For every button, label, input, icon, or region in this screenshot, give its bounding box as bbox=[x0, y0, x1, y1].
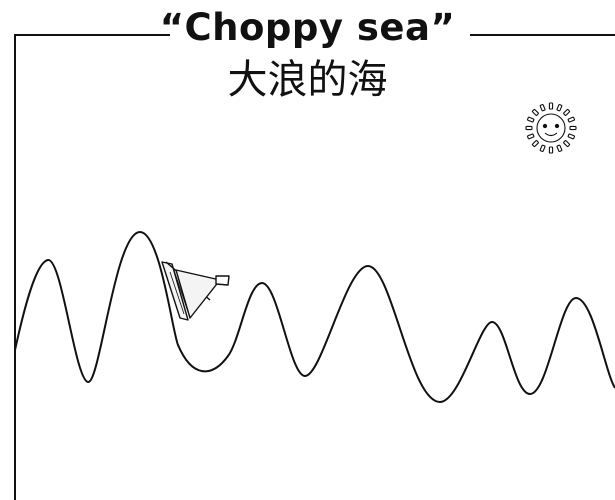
sun-icon bbox=[525, 102, 577, 154]
boat-sail bbox=[175, 269, 221, 319]
sun-ray bbox=[531, 140, 539, 148]
sun-ray bbox=[525, 125, 533, 131]
sun-ray bbox=[567, 116, 575, 123]
sun-mouth bbox=[544, 132, 558, 137]
boat-hatching bbox=[173, 269, 189, 313]
sun-ray bbox=[531, 108, 539, 116]
sun-ray bbox=[548, 146, 554, 154]
sailboat-icon bbox=[161, 261, 230, 321]
frame-border bbox=[14, 34, 615, 500]
boat-flag bbox=[215, 275, 230, 286]
sun-ray bbox=[567, 133, 575, 140]
sun-ray bbox=[563, 140, 571, 148]
title-backdrop bbox=[172, 8, 468, 58]
sun-ray bbox=[548, 102, 554, 110]
sun-eye-right bbox=[554, 123, 560, 129]
sun-ray bbox=[539, 104, 546, 112]
sun-eye-left bbox=[542, 123, 548, 129]
boat-hatching bbox=[169, 271, 185, 315]
sun-ray bbox=[556, 104, 563, 112]
sun-ray bbox=[556, 144, 563, 152]
sun-ray bbox=[527, 133, 535, 140]
sun-ray bbox=[539, 144, 546, 152]
sun-rays bbox=[525, 102, 577, 154]
sun-ray bbox=[527, 116, 535, 123]
wave-line bbox=[14, 231, 615, 403]
sun-ray bbox=[563, 108, 571, 116]
title-english: “Choppy sea” bbox=[159, 6, 456, 49]
sun-ray bbox=[569, 125, 577, 131]
sun-face bbox=[536, 113, 566, 143]
title-chinese: 大浪的海 bbox=[227, 57, 388, 103]
